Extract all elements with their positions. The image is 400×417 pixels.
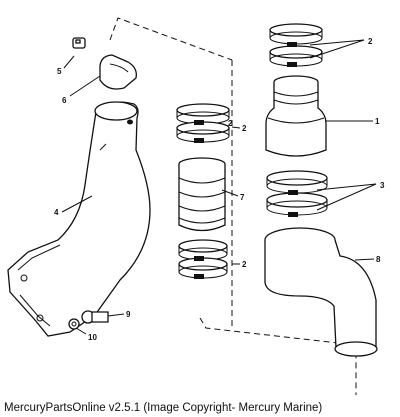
callout-2-upper-right: 2 <box>368 37 373 46</box>
part-2-clamps-upper-right <box>269 23 323 67</box>
part-3-clamps-right <box>266 170 328 217</box>
callout-7: 7 <box>240 193 245 202</box>
exploded-parts-diagram: 1 2 2 2 2 3 4 5 6 7 8 9 10 <box>7 17 385 395</box>
part-4-exhaust-elbow <box>7 101 151 337</box>
part-1-bellows-hose <box>265 75 327 157</box>
callout-4: 4 <box>54 208 59 217</box>
part-6-cap <box>99 54 137 90</box>
callout-8: 8 <box>376 255 381 264</box>
callout-labels: 1 2 2 2 2 3 4 5 6 7 8 9 10 <box>54 37 385 342</box>
assembly-dashed-lines <box>109 17 357 395</box>
callout-3: 3 <box>380 181 385 190</box>
callout-9: 9 <box>126 310 131 319</box>
part-8-exhaust-pipe <box>264 227 378 357</box>
callout-1: 1 <box>375 117 380 126</box>
copyright-caption: MercuryPartsOnline v2.5.1 (Image Copyrig… <box>4 402 323 414</box>
part-5-grommet <box>72 37 86 49</box>
callout-2-lower-left: 2 <box>242 260 247 269</box>
part-10-washer <box>68 318 80 330</box>
callout-2-upper-left: 2 <box>242 124 247 133</box>
callout-5: 5 <box>57 67 62 76</box>
part-7-corrugated-hose <box>178 157 226 232</box>
part-9-bolt <box>81 310 109 324</box>
callout-10: 10 <box>88 333 97 342</box>
callout-6: 6 <box>62 96 67 105</box>
leader-lines <box>61 39 377 335</box>
part-2-clamps-lower-left <box>178 239 228 279</box>
part-2-clamps-upper-left <box>176 103 230 143</box>
callout-2-clamp: 2 <box>228 119 233 128</box>
